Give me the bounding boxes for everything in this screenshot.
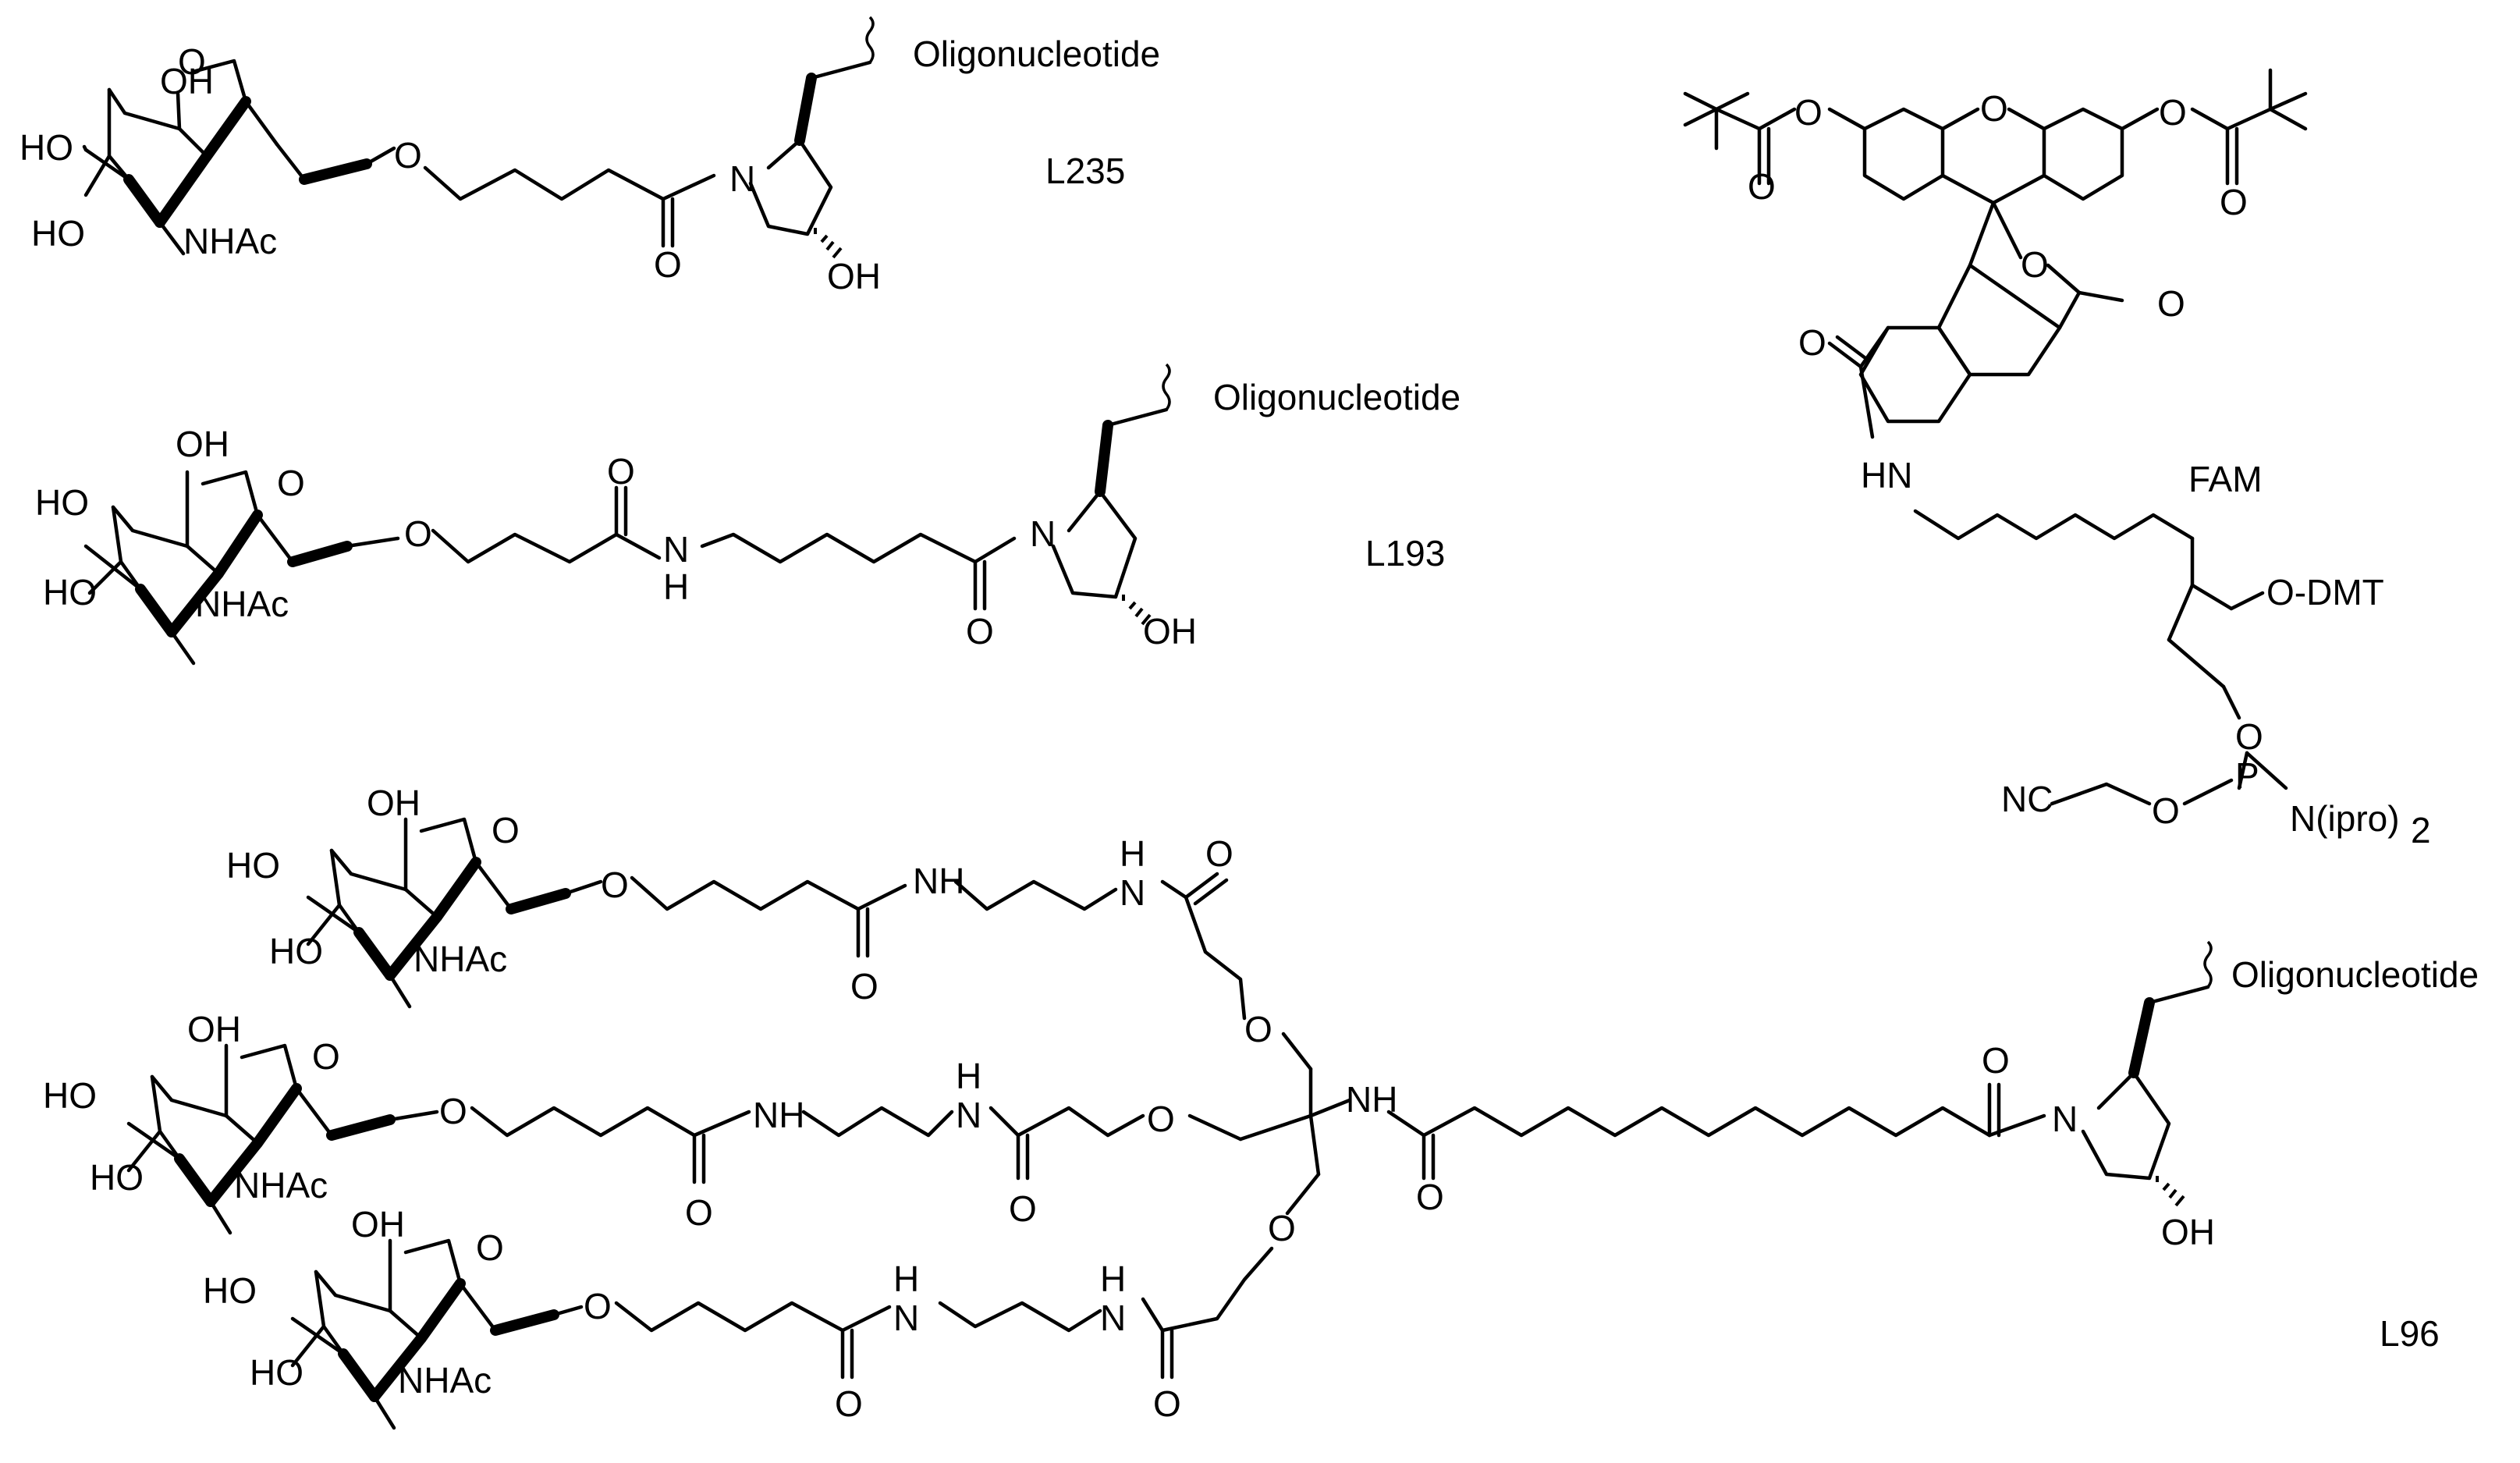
atom-label: O [476,1227,504,1268]
atom-label: O [1982,1040,2010,1081]
l235-structure [82,16,875,259]
atom-label: O [2157,283,2185,324]
atom-label: O [404,513,432,554]
atom-label: HO [250,1352,303,1393]
atom-label: H [956,1056,981,1096]
atom-label: N(ipro) [2290,798,2400,839]
atom-label: N [1120,872,1145,913]
atom-label: N [2052,1099,2078,1139]
atom-label: 2 [2411,810,2431,850]
atom-label: O [277,463,305,503]
atom-label: O [2220,182,2248,222]
oligonucleotide-label: Oligonucleotide [1213,377,1461,417]
atom-label: NH [913,861,964,901]
atom-label: O [850,966,878,1007]
atom-label: HO [90,1157,144,1198]
atom-label: N [1100,1298,1126,1338]
atom-label: N [1030,513,1056,554]
atom-label: O [312,1036,340,1077]
oligonucleotide-label: Oligonucleotide [2231,954,2479,995]
atom-label: O [1798,322,1826,363]
atom-label: HO [43,572,97,613]
atom-label: H [1100,1259,1126,1299]
atom-label: NHAc [234,1165,328,1206]
atom-label: NC [2001,779,2053,819]
atom-label: O [1416,1177,1444,1217]
atom-label: O [1748,166,1776,207]
atom-label: OH [827,256,881,297]
oligonucleotide-label: Oligonucleotide [913,34,1160,74]
atom-label: O [2159,92,2187,133]
atom-label: O [394,135,422,176]
atom-label: O [966,611,994,652]
atom-label: O [1153,1383,1181,1424]
atom-label: OH [2161,1212,2215,1252]
l96-structure [126,817,2213,1430]
atom-label: HO [43,1075,97,1116]
atom-label: O [2021,244,2049,285]
atom-label: HO [226,845,280,886]
atom-label: N [663,529,689,570]
atom-label: NH [1346,1079,1397,1120]
atom-label: NHAc [413,939,507,979]
atom-label: H [893,1259,919,1299]
atom-label: O [654,244,682,285]
atom-label: OH [187,1009,241,1049]
atom-label: HO [203,1270,257,1311]
l235-label: L235 [1045,151,1125,191]
atom-label: O [584,1286,612,1326]
atom-label: HN [1861,455,1912,495]
atom-label: H [663,566,689,607]
atom-label: O [607,451,635,492]
atom-label: O [1268,1208,1296,1248]
atom-label: O [492,810,520,850]
atom-label: NHAc [195,584,289,624]
atom-label: N [956,1095,981,1135]
atom-label: O [1980,88,2008,129]
atom-label: O [685,1192,713,1233]
l193-structure [83,363,1171,666]
atom-label: HO [31,213,85,254]
atom-label: N [893,1298,919,1338]
atom-label: HO [20,127,73,168]
atom-label: HO [35,482,89,523]
atom-label: O [601,865,629,905]
atom-label: OH [176,424,229,464]
atom-label: O [2152,790,2180,831]
fam-structure [1683,68,2308,806]
atom-label: HO [269,931,323,971]
atom-label: O [1205,833,1233,874]
atom-label: O [1794,92,1823,133]
atom-label: P [2235,755,2259,796]
atom-label: H [1120,833,1145,874]
atom-label: O [439,1091,467,1131]
atom-label: O [178,41,206,82]
atom-label: NH [753,1095,804,1135]
atom-label: O [1244,1009,1272,1049]
atom-label: O [835,1383,863,1424]
atom-label: O-DMT [2266,572,2384,613]
atom-label: OH [367,783,421,823]
atom-label: NHAc [183,221,277,261]
atom-label: O [1009,1188,1037,1229]
atom-label: N [729,158,755,199]
atom-label: OH [1143,611,1197,652]
atom-label: O [2235,716,2263,757]
l96-label: L96 [2380,1313,2440,1354]
atom-label: OH [160,61,214,101]
atom-label: O [1147,1099,1175,1139]
atom-label: OH [351,1204,405,1245]
fam-label: FAM [2188,459,2263,499]
l193-label: L193 [1365,533,1445,573]
atom-label: NHAc [398,1360,492,1401]
